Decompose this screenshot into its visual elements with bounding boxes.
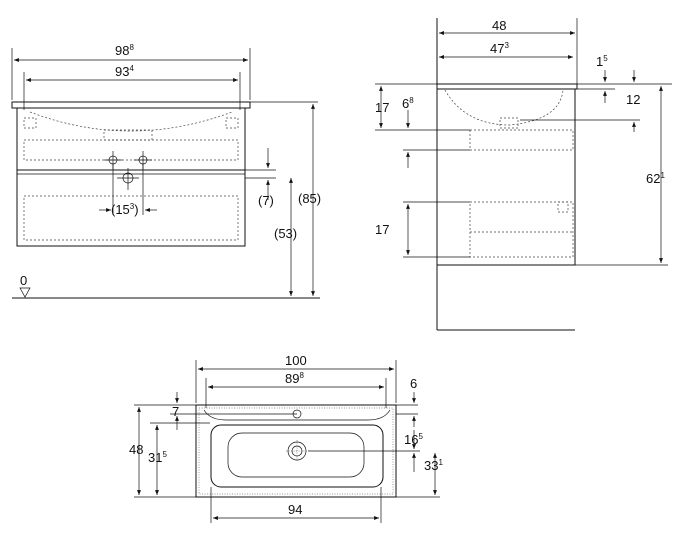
top-depth-tap-label: 315 xyxy=(148,450,167,465)
front-drain-spacing-label: (153) xyxy=(111,202,139,217)
side-lower-drawer xyxy=(469,201,574,258)
front-lower-drawer xyxy=(23,195,239,241)
side-depth-inner-label: 473 xyxy=(490,41,509,56)
side-rim-label: 15 xyxy=(596,54,608,69)
top-depth-total-label: 48 xyxy=(129,442,143,457)
front-cabinet-height-label: (53) xyxy=(274,226,297,241)
side-bowl-depth-label: 68 xyxy=(402,96,414,111)
top-width-bowl-label: 898 xyxy=(285,371,304,386)
side-depth-outer-label: 48 xyxy=(492,18,506,33)
side-basin-slab xyxy=(436,83,578,90)
front-cabinet xyxy=(16,107,246,247)
front-view: 0 988 934 (153) (7) (53) (85) xyxy=(11,43,321,299)
front-inner-drawer xyxy=(23,139,239,161)
front-width-outer-label: 988 xyxy=(115,43,134,58)
side-bowl-hidden xyxy=(444,89,564,126)
front-drain-marks xyxy=(104,151,152,215)
side-overflow-label: 12 xyxy=(626,92,640,107)
top-width-outer-label: 100 xyxy=(285,353,307,368)
side-view: 48 473 15 12 621 17 68 17 xyxy=(375,18,672,331)
side-upper-drawer xyxy=(469,129,574,151)
front-basin-slab xyxy=(11,101,251,109)
top-view: 100 898 48 7 315 6 165 331 94 xyxy=(129,353,443,523)
top-drain-offset-label: 165 xyxy=(404,432,423,447)
side-basin-depth-label: 17 xyxy=(375,100,389,115)
front-width-inner-label: 934 xyxy=(115,64,134,79)
front-bowl-hidden xyxy=(29,111,233,132)
front-drain-offset-label: (7) xyxy=(258,193,274,208)
top-bowl xyxy=(210,424,384,488)
side-total-height-label: 621 xyxy=(646,171,665,186)
side-cabinet xyxy=(436,88,576,266)
top-rear-offset-label: 7 xyxy=(172,404,179,419)
front-floor-zero: 0 xyxy=(20,273,27,288)
top-width-bottom-label: 94 xyxy=(288,502,302,517)
top-right-offset-label: 6 xyxy=(410,376,417,391)
side-drawer-height-label: 17 xyxy=(375,222,389,237)
top-depth-bowl-label: 331 xyxy=(424,458,443,473)
front-total-height-label: (85) xyxy=(298,191,321,206)
